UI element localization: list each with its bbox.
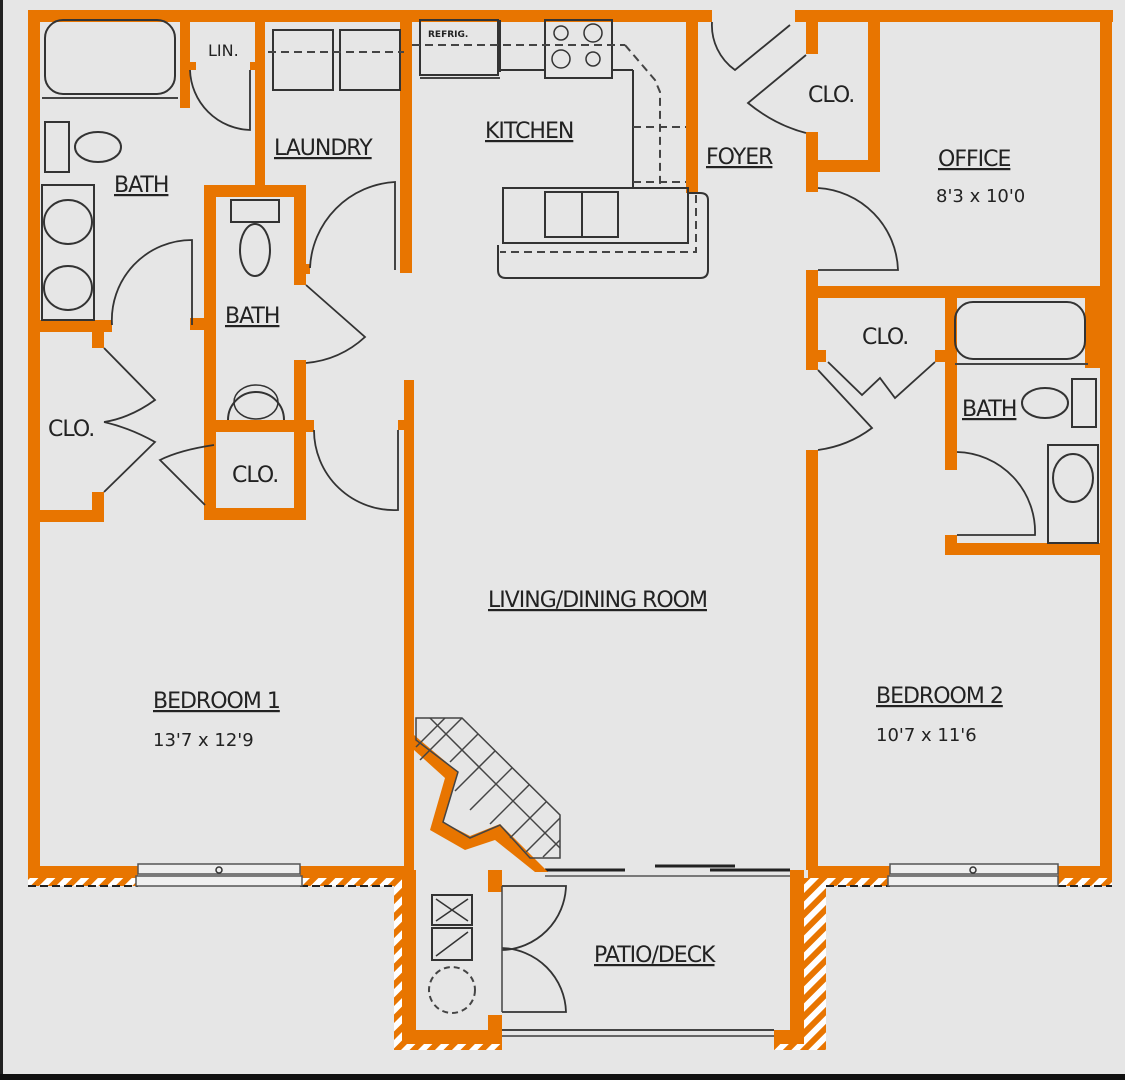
label-foyer: FOYER — [706, 145, 773, 170]
label-bath-hall: BATH — [225, 304, 279, 329]
label-bath-master: BATH — [114, 173, 168, 198]
label-living-dining: LIVING/DINING ROOM — [488, 588, 707, 613]
label-closet-bed1-b: CLO. — [232, 463, 278, 488]
exterior-walls — [28, 10, 1113, 887]
label-closet-foyer: CLO. — [808, 83, 854, 108]
label-linen: LIN. — [208, 41, 239, 60]
room-labels: BATH LIN. LAUNDRY REFRIG. KITCHEN FOYER … — [48, 30, 1025, 968]
label-kitchen: KITCHEN — [485, 119, 573, 144]
patio-walls — [394, 870, 826, 1050]
interior-walls — [28, 18, 1112, 872]
windows — [135, 863, 1059, 887]
bottom-border — [0, 1074, 1125, 1080]
label-closet-bed1-a: CLO. — [48, 417, 94, 442]
left-border — [0, 0, 3, 1080]
doors — [103, 21, 1036, 536]
stairs — [415, 717, 561, 859]
label-office-dimensions: 8'3 x 10'0 — [936, 186, 1025, 207]
label-closet-bed2: CLO. — [862, 325, 908, 350]
label-bedroom2-dimensions: 10'7 x 11'6 — [876, 725, 977, 746]
label-bedroom1: BEDROOM 1 — [153, 689, 280, 714]
label-bedroom1-dimensions: 13'7 x 12'9 — [153, 730, 254, 751]
label-bath-bed2: BATH — [962, 397, 1016, 422]
label-laundry: LAUNDRY — [274, 136, 373, 161]
label-patio: PATIO/DECK — [594, 943, 716, 968]
label-office: OFFICE — [938, 147, 1010, 172]
fixtures — [41, 19, 1099, 544]
label-refrigerator: REFRIG. — [428, 30, 468, 40]
label-bedroom2: BEDROOM 2 — [876, 684, 1003, 709]
